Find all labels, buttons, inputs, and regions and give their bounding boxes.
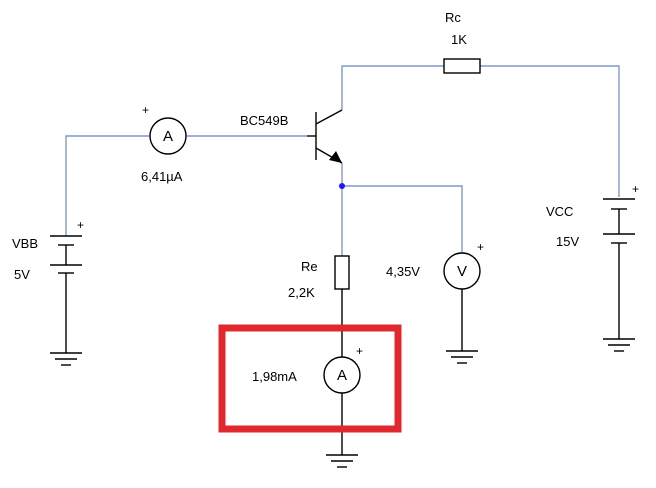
ground-emitter [326,454,358,468]
ammeter-emitter: A + [323,344,363,394]
resistor-re [334,255,350,290]
voltmeter-plus-sign: + [477,240,484,254]
ammeter-base-symbol: A [163,128,173,145]
vcc-value-label: 15V [556,234,579,249]
wire-collector-to-rc [341,65,444,110]
vcc-name-label: VCC [546,204,573,219]
wires [65,65,620,256]
emitter-voltage-readout: 4,35V [386,264,420,279]
ground-vbb [50,352,82,366]
emitter-arrow [329,151,342,163]
battery-vbb: + [50,218,84,274]
ammeter-base: A + [142,103,187,155]
transistor-bc549b [307,109,343,164]
wire-node-to-voltmeter [342,185,463,253]
ammeter-emitter-plus-sign: + [356,344,363,358]
rc-value-label: 1K [451,32,467,47]
ammeter-emitter-symbol: A [337,367,347,384]
re-name-label: Re [301,259,318,274]
transistor-label: BC549B [240,113,288,128]
ammeter-base-plus-sign: + [142,103,149,117]
highlight-box [218,324,402,433]
ground-vcc [603,338,635,352]
rc-name-label: Rc [445,10,461,25]
component-leads [65,209,620,455]
emitter-current-readout: 1,98mA [252,369,297,384]
wire-vbb-to-base-ammeter [65,135,150,226]
vbb-name-label: VBB [12,236,38,251]
vcc-plus-sign: + [632,182,639,196]
re-value-label: 2,2K [288,285,315,300]
emitter-node [339,183,345,189]
voltmeter-emitter: V + [443,240,484,290]
vbb-value-label: 5V [14,267,30,282]
wire-rc-to-vcc [480,65,620,197]
vbb-plus-sign: + [77,218,84,232]
ground-voltmeter [446,350,478,364]
base-current-readout: 6,41µA [141,169,183,184]
battery-vcc: + [603,182,639,244]
resistor-rc [443,58,481,74]
voltmeter-symbol: V [457,263,467,280]
